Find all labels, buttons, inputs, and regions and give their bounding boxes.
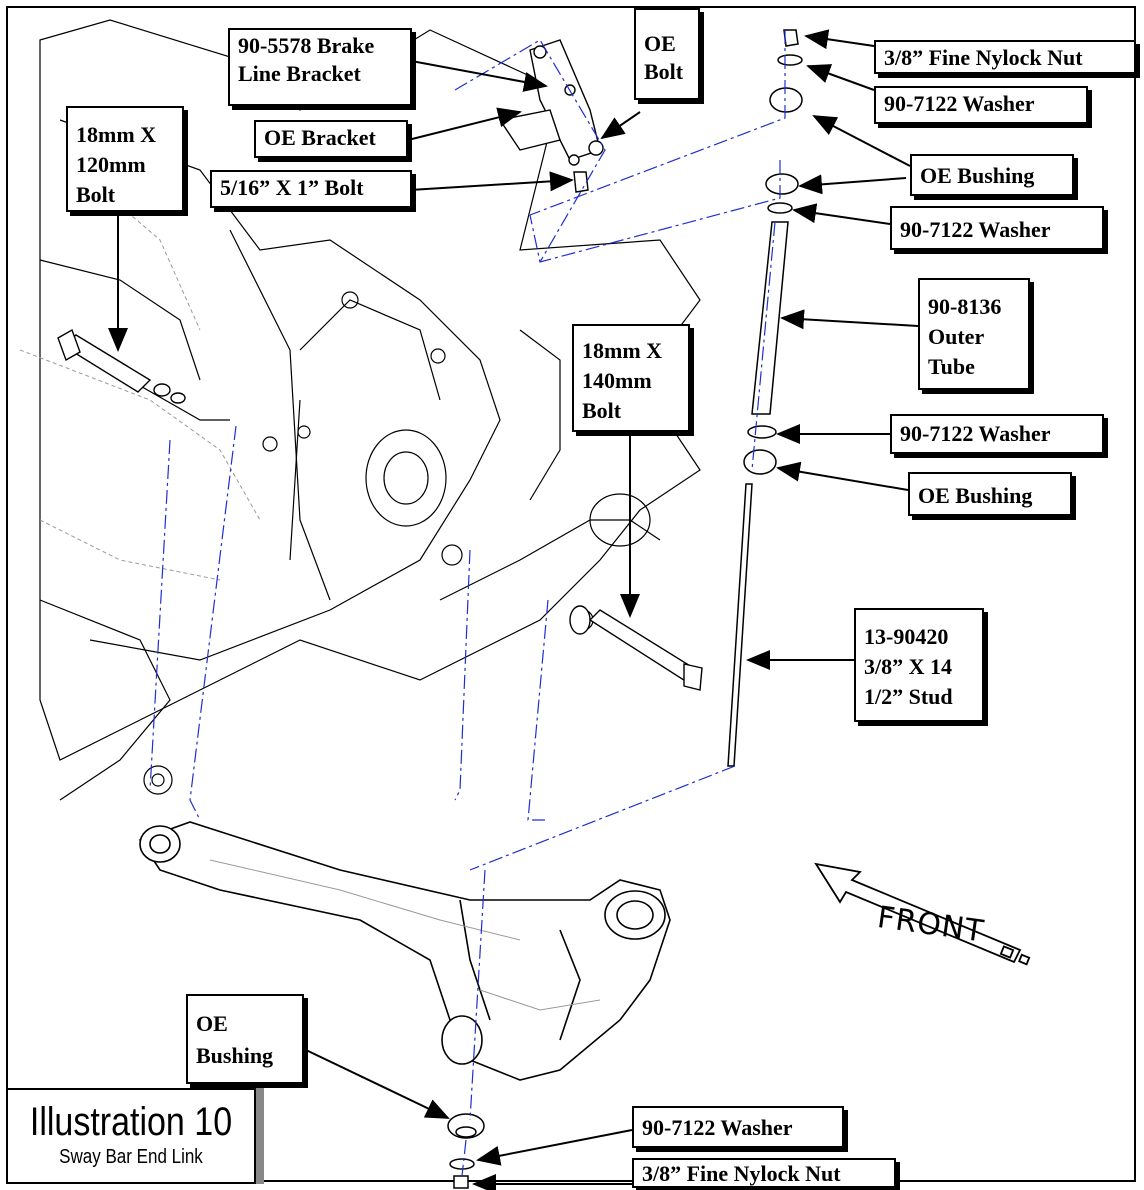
front-direction-arrow	[814, 862, 1031, 966]
callout-line: 90-7122 Washer	[884, 91, 1035, 116]
callout-stud: 13-90420 3/8” X 14 1/2” Stud	[854, 608, 984, 722]
assembly-centerlines	[149, 30, 786, 1177]
callout-line: 3/8” Fine Nylock Nut	[884, 45, 1083, 70]
illustration-subtitle: Sway Bar End Link	[59, 1146, 203, 1168]
callout-bolt-18x120: 18mm X 120mm Bolt	[66, 106, 184, 212]
callout-line: 90-7122 Washer	[900, 217, 1051, 242]
bolt-18x120-drawing	[57, 328, 186, 404]
callout-line: OE Bracket	[264, 125, 376, 150]
callout-washer-second: 90-7122 Washer	[890, 206, 1104, 250]
brake-bracket-drawing	[498, 39, 604, 193]
callout-line: 13-90420	[864, 624, 949, 649]
callout-line: Bolt	[644, 59, 684, 84]
sway-bar-hidden-lines	[209, 859, 601, 1011]
callout-washer-third: 90-7122 Washer	[890, 414, 1104, 454]
callout-line: Outer	[928, 324, 985, 349]
callout-line: 1/2” Stud	[864, 684, 953, 709]
callout-line: 18mm X	[76, 122, 157, 147]
callout-oe-bolt: OE Bolt	[634, 8, 700, 100]
callout-line: Bushing	[196, 1043, 274, 1068]
callout-line: Bolt	[76, 182, 116, 207]
callout-line: 140mm	[582, 368, 652, 393]
callout-oe-bushing-bottom: OE Bushing	[186, 994, 304, 1084]
bottom-hardware-drawing	[447, 1113, 485, 1189]
callout-line: 18mm X	[582, 338, 663, 363]
callout-washer-bottom: 90-7122 Washer	[632, 1106, 844, 1148]
callout-line: 120mm	[76, 152, 146, 177]
callout-oe-bracket: OE Bracket	[254, 120, 408, 158]
callout-line: 90-7122 Washer	[642, 1115, 793, 1140]
callout-line: Bolt	[582, 398, 622, 423]
callout-washer-top: 90-7122 Washer	[874, 86, 1088, 124]
callout-line: 90-7122 Washer	[900, 421, 1051, 446]
callout-line: 3/8” Fine Nylock Nut	[642, 1161, 841, 1186]
callout-line: OE Bushing	[920, 163, 1035, 188]
callout-line: Line Bracket	[238, 61, 361, 86]
callout-line: 90-8136	[928, 294, 1002, 319]
sway-bar-drawing	[138, 821, 671, 1081]
callout-nylock-nut-bottom: 3/8” Fine Nylock Nut	[632, 1158, 896, 1188]
bolt-18x140-drawing	[569, 605, 703, 691]
callout-nylock-nut-top: 3/8” Fine Nylock Nut	[874, 40, 1136, 74]
callout-brake-line-bracket: 90-5578 Brake Line Bracket	[228, 28, 412, 106]
callout-line: OE	[644, 31, 676, 56]
callout-line: 5/16” X 1” Bolt	[220, 175, 364, 200]
callout-line: OE	[196, 1011, 228, 1036]
callout-bolt-5-16: 5/16” X 1” Bolt	[210, 170, 412, 208]
leader-arrows	[108, 29, 919, 1190]
callout-line: 3/8” X 14	[864, 654, 952, 679]
callout-bolt-18x140: 18mm X 140mm Bolt	[572, 324, 690, 432]
callout-line: 90-5578 Brake	[238, 33, 375, 58]
callout-oe-bushing-top: OE Bushing	[910, 154, 1074, 196]
callout-oe-bushing-mid: OE Bushing	[908, 472, 1072, 516]
end-link-stack	[727, 29, 803, 767]
illustration-title-box: Illustration 10 Sway Bar End Link	[6, 1088, 256, 1184]
callout-line: OE Bushing	[918, 483, 1033, 508]
callout-outer-tube: 90-8136 Outer Tube	[918, 278, 1030, 390]
illustration-title: Illustration 10	[29, 1100, 233, 1144]
callout-line: Tube	[928, 354, 975, 379]
